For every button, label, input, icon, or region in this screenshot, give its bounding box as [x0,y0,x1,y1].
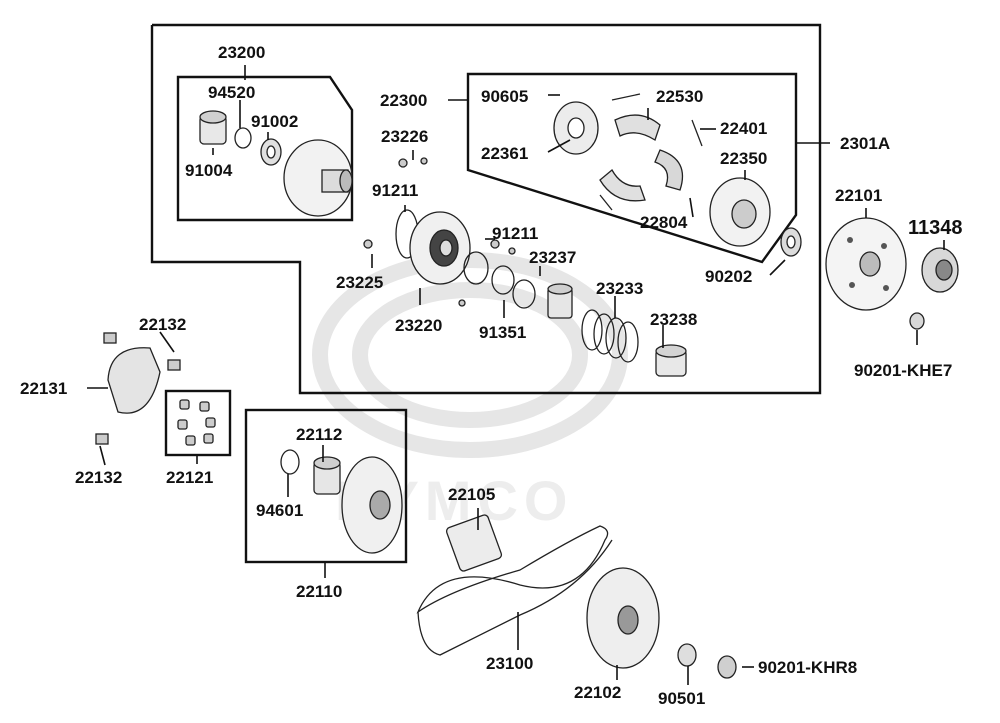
spring-seat-part [655,344,687,377]
ramp-plate-part [107,347,161,414]
pin-part [420,157,428,165]
label-94601: 94601 [256,501,303,520]
label-91211-lower: 91211 [492,224,538,243]
label-22401: 22401 [720,119,767,138]
roller-set-frame [164,389,232,457]
label-90201-khr8: 90201-KHR8 [758,658,857,677]
slider-part [167,359,181,371]
label-23100: 23100 [486,654,533,673]
label-22112: 22112 [296,425,342,444]
label-94520: 94520 [208,83,255,102]
weight-roller-part [177,399,216,446]
nut-part [780,227,802,257]
drive-belt-part [417,539,613,656]
shoe-spring-part [611,93,641,101]
drive-belt-part [416,525,609,614]
o-ring-part [512,279,536,309]
label-90202: 90202 [705,267,752,286]
circlip-part [234,127,252,149]
o-ring-part [280,449,300,475]
nut-part [717,655,737,679]
label-91351: 91351 [479,323,526,342]
label-90201-khe7: 90201-KHE7 [854,361,952,380]
label-22132-upper: 22132 [139,315,186,334]
clutch-outer-part [825,217,907,311]
nut-part [909,312,925,330]
pin-part [398,158,408,168]
label-91002: 91002 [251,112,298,131]
label-22350: 22350 [720,149,767,168]
label-90501: 90501 [658,689,705,708]
driven-pulley-part [409,211,471,285]
label-91211-upper: 91211 [372,181,418,200]
washer-part [677,643,697,667]
label-22102: 22102 [574,683,621,702]
label-22121: 22121 [166,468,213,487]
fan-drive-face-part [586,567,660,669]
label-23225: 23225 [336,273,383,292]
guide-pin-collar-part [547,283,573,319]
label-23200: 23200 [218,43,265,62]
label-22804: 22804 [640,213,688,232]
drive-face-frame [244,408,408,564]
label-22132-lower: 22132 [75,468,122,487]
shoe-spring-part [599,194,613,211]
pin-part [458,299,466,307]
pin-part [508,247,516,255]
label-22105: 22105 [448,485,495,504]
label-91004: 91004 [185,161,233,180]
label-23238: 23238 [650,310,697,329]
gear-part [921,247,959,293]
label-22110: 22110 [296,582,342,601]
label-23233: 23233 [596,279,643,298]
o-ring-part [491,265,515,295]
bushing-part [313,456,341,495]
drive-plate-part [709,177,771,247]
clutch-plate-part [553,101,599,155]
pin-part [363,239,373,249]
spring-part [581,309,639,363]
label-22131: 22131 [20,379,67,398]
leader-lines [87,65,945,685]
label-2301A: 2301A [840,134,890,153]
label-11348: 11348 [908,217,963,239]
movable-drive-face-part [341,456,403,554]
pin-part [490,239,500,249]
drive-collar-part [445,514,503,572]
collar-part [199,110,227,145]
shoe-spring-part [691,119,703,147]
seal-part [463,251,489,285]
movable-driven-face-frame [176,75,354,222]
label-23226: 23226 [381,127,428,146]
label-22101: 22101 [835,186,882,205]
label-23237: 23237 [529,248,576,267]
label-22300: 22300 [380,91,427,110]
label-23220: 23220 [395,316,442,335]
driven-face-part [283,139,353,217]
label-22361: 22361 [481,144,528,163]
clutch-assembly-frame [150,23,822,395]
clutch-shoe-part [599,114,684,202]
label-22530: 22530 [656,87,703,106]
slider-part [95,433,109,445]
clutch-weight-frame [466,72,798,264]
label-90605: 90605 [481,87,528,106]
bearing-part [260,138,282,166]
slider-part [103,332,117,344]
